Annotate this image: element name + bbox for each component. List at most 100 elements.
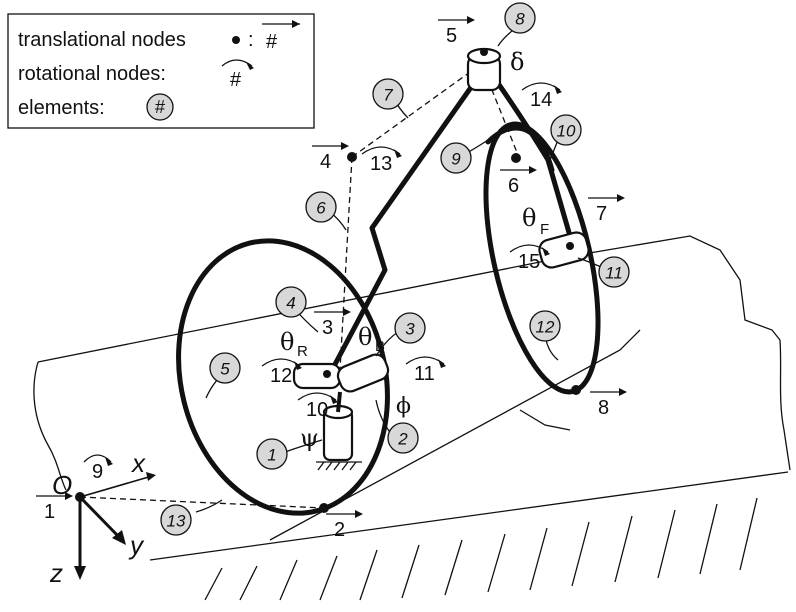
legend-translational-sep: : xyxy=(248,29,254,51)
wireframe-dashes xyxy=(79,61,521,509)
svg-text:3: 3 xyxy=(405,320,415,339)
legend-elements-label: elements: xyxy=(18,97,105,119)
svg-text:11: 11 xyxy=(414,363,435,385)
svg-text:15: 15 xyxy=(518,251,540,273)
svg-text:9: 9 xyxy=(451,150,461,169)
svg-text:7: 7 xyxy=(596,203,607,225)
svg-text:4: 4 xyxy=(286,294,295,313)
element-8: 8 xyxy=(504,2,536,34)
legend-rotational-label: rotational nodes: xyxy=(18,63,166,85)
theta-r-subscript: R xyxy=(297,343,308,360)
translational-node-dot-icon xyxy=(232,36,240,44)
svg-text:1: 1 xyxy=(267,446,276,465)
legend-translational-label: translational nodes xyxy=(18,29,186,51)
delta-symbol: δ xyxy=(510,48,524,76)
svg-text:6: 6 xyxy=(316,199,326,218)
theta-b-symbol: θ xyxy=(358,323,372,351)
svg-text:13: 13 xyxy=(167,512,186,531)
ground-slope-line-2 xyxy=(519,409,571,431)
translational-node-5: 5 xyxy=(438,16,475,47)
rotational-node-9: 9 xyxy=(83,454,113,483)
svg-text:5: 5 xyxy=(446,25,457,47)
element-3: 3 xyxy=(394,312,426,344)
legend-translational-sample: # xyxy=(266,31,278,53)
frame-main-tube xyxy=(329,63,489,373)
rear-wheel xyxy=(176,238,390,516)
rotational-node-13: 13 xyxy=(361,146,402,175)
ground-front-edge xyxy=(149,471,789,561)
theta-r-symbol: θ xyxy=(280,328,294,356)
element-4: 4 xyxy=(275,286,307,318)
svg-text:1: 1 xyxy=(44,501,55,523)
svg-text:9: 9 xyxy=(92,461,103,483)
translational-node-6: 6 xyxy=(500,166,537,197)
rotational-node-10: 10 xyxy=(297,392,338,421)
element-circle-icon xyxy=(146,93,174,121)
svg-text:4: 4 xyxy=(320,151,331,173)
element-10: 10 xyxy=(550,114,582,146)
ground-plane xyxy=(33,235,791,601)
phi-symbol: ϕ xyxy=(396,394,411,419)
element-5: 5 xyxy=(209,352,241,384)
svg-text:12: 12 xyxy=(536,318,555,337)
steer-support-cylinder xyxy=(322,391,354,462)
svg-text:10: 10 xyxy=(306,399,328,421)
element-12: 12 xyxy=(529,310,561,342)
theta-f-symbol: θ xyxy=(522,204,536,232)
element-9: 9 xyxy=(440,142,472,174)
legend-rotational-sample: # xyxy=(230,69,242,91)
node-dots xyxy=(75,152,581,513)
front-fork-arc xyxy=(485,125,555,173)
ground-slope-line xyxy=(269,329,641,541)
psi-symbol: ψ xyxy=(300,424,319,452)
element-6: 6 xyxy=(305,191,337,223)
svg-text:8: 8 xyxy=(598,397,609,419)
origin-label: O xyxy=(52,470,72,500)
element-2: 2 xyxy=(387,422,419,454)
translational-node-8: 8 xyxy=(590,388,627,419)
rear-hub-cylinders xyxy=(292,353,390,393)
rotational-node-15: 15 xyxy=(509,244,550,273)
curved-arrow-icon xyxy=(221,59,254,70)
element-11: 11 xyxy=(598,256,630,288)
svg-text:6: 6 xyxy=(508,175,519,197)
legend-elements-sample: # xyxy=(155,97,165,117)
svg-text:8: 8 xyxy=(515,10,525,29)
element-7: 7 xyxy=(372,78,404,110)
svg-text:14: 14 xyxy=(530,89,552,111)
svg-text:10: 10 xyxy=(557,122,576,141)
svg-text:7: 7 xyxy=(383,86,393,105)
legend: translational nodes : # rotational nodes… xyxy=(7,13,315,129)
coordinate-axes: O x y z xyxy=(49,448,156,588)
fixed-support-hatch xyxy=(316,461,362,471)
translational-node-7: 7 xyxy=(588,194,625,225)
translational-node-3: 3 xyxy=(314,308,351,339)
svg-text:3: 3 xyxy=(322,317,333,339)
svg-text:12: 12 xyxy=(270,365,292,387)
rotational-node-14: 14 xyxy=(521,82,562,111)
head-joint-cylinder xyxy=(466,47,502,92)
z-axis-label: z xyxy=(49,558,63,588)
ground-left-edge xyxy=(33,361,67,491)
translational-node-2: 2 xyxy=(326,510,363,541)
translational-node-1: 1 xyxy=(36,492,73,523)
svg-text:2: 2 xyxy=(397,430,408,449)
x-axis-label: x xyxy=(130,448,146,478)
svg-text:5: 5 xyxy=(220,360,230,379)
theta-b-subscript: B xyxy=(375,338,385,355)
svg-text:2: 2 xyxy=(334,519,345,541)
element-1: 1 xyxy=(256,438,288,470)
theta-f-subscript: F xyxy=(540,221,549,238)
front-hub-cylinder xyxy=(538,231,590,269)
translational-node-4: 4 xyxy=(312,142,349,173)
rotational-node-12: 12 xyxy=(261,358,302,387)
ground-right-edge xyxy=(779,339,791,471)
ground-hatching xyxy=(204,497,758,601)
element-13: 13 xyxy=(160,504,192,536)
y-axis-label: y xyxy=(128,530,145,560)
